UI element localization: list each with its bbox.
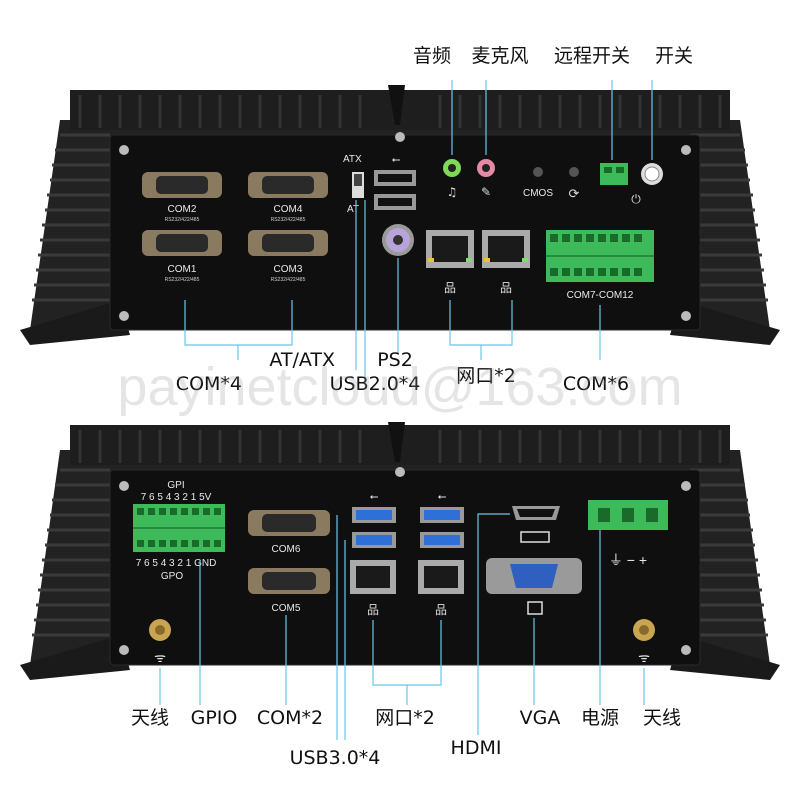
callout-mic: 麦克风	[471, 45, 528, 67]
callout-com4x: COM*4	[176, 373, 242, 395]
com4-port	[248, 172, 328, 198]
vga-port	[486, 558, 582, 615]
power-polarity-label: ⏚ − +	[609, 552, 647, 568]
com1-port	[142, 230, 222, 256]
gpi-label: GPI	[167, 480, 184, 491]
reset-button	[569, 167, 579, 177]
callout-antenna-right: 天线	[643, 707, 681, 729]
callout-lines-top	[184, 80, 653, 385]
callout-com2x: COM*2	[257, 707, 323, 729]
callout-power: 电源	[581, 707, 619, 729]
antenna-left: ᯤ	[149, 619, 171, 666]
usb-icon: ⭠	[438, 490, 447, 503]
com2-port	[142, 172, 222, 198]
refresh-icon: ⟳	[569, 187, 580, 202]
atx-label: ATX	[343, 154, 362, 165]
gpi-pins-label: 7 6 5 4 3 2 1 5V	[141, 492, 212, 503]
hdmi-port	[512, 506, 560, 543]
callout-vga: VGA	[520, 707, 561, 729]
com1-label: COM1	[168, 264, 197, 275]
network-icon: 品	[444, 281, 456, 295]
cmos-button	[533, 167, 543, 177]
wifi-icon: ᯤ	[638, 651, 650, 666]
com3-label: COM3	[274, 264, 303, 275]
callout-ps2: PS2	[377, 349, 413, 371]
callout-at-atx: AT/ATX	[269, 349, 335, 371]
antenna-right: ᯤ	[633, 619, 655, 666]
top-unit: COM2 RS232/422/485 COM4 RS232/422/485 CO…	[20, 45, 780, 395]
gpo-pins-label: 7 6 5 4 3 2 1 GND	[136, 558, 217, 569]
remote-switch-terminal	[600, 163, 628, 185]
usb-icon: ⭠	[392, 153, 401, 166]
callout-antenna-left: 天线	[131, 707, 169, 729]
gpio-terminal	[133, 504, 225, 552]
com5-label: COM5	[272, 603, 301, 614]
usb-icon: ⭠	[370, 490, 379, 503]
com3-rs-label: RS232/422/485	[271, 277, 306, 283]
gpo-label: GPO	[161, 571, 183, 582]
cmos-label: CMOS	[523, 188, 553, 199]
callout-audio: 音频	[413, 45, 451, 67]
com4-rs-label: RS232/422/485	[271, 217, 306, 223]
callout-remote-switch: 远程开关	[554, 45, 630, 67]
power-terminal	[588, 500, 668, 530]
callout-lan-bottom: 网口*2	[375, 707, 435, 729]
bottom-unit: GPI 7 6 5 4 3 2 1 5V 7 6 5 4 3 2 1 GND G…	[20, 422, 780, 769]
ps2-port	[382, 224, 414, 256]
network-icon: 品	[435, 603, 447, 617]
com4-label: COM4	[274, 204, 303, 215]
watermark: payinetcloud@163.com	[117, 357, 682, 417]
wifi-icon: ᯤ	[154, 651, 166, 666]
lan-ports-bottom: 品 品	[350, 560, 464, 617]
com2-rs-label: RS232/422/485	[165, 217, 200, 223]
com6-port	[248, 510, 330, 536]
network-icon: 品	[367, 603, 379, 617]
com7-com12-terminal	[546, 230, 654, 282]
mic-icon: ✎	[481, 185, 491, 199]
at-label: AT	[347, 204, 359, 215]
network-icon: 品	[500, 281, 512, 295]
com3-port	[248, 230, 328, 256]
callout-switch: 开关	[655, 45, 693, 67]
callout-com6x: COM*6	[563, 373, 629, 395]
callout-gpio: GPIO	[191, 707, 238, 729]
headphone-icon: ♫	[447, 185, 458, 199]
com1-rs-label: RS232/422/485	[165, 277, 200, 283]
lan-ports-top: 品 品	[426, 230, 530, 295]
callout-usb20: USB2.0*4	[330, 373, 421, 395]
com7-com12-label: COM7-COM12	[567, 290, 634, 301]
usb3-ports: ⭠ ⭠	[352, 490, 464, 548]
usb2-ports: ⭠	[374, 153, 416, 210]
callout-hdmi: HDMI	[451, 737, 502, 759]
callout-lines-bottom	[159, 513, 645, 740]
callout-usb30: USB3.0*4	[290, 747, 381, 769]
com5-port	[248, 568, 330, 594]
com2-label: COM2	[168, 204, 197, 215]
power-icon: ⏻	[631, 192, 641, 206]
callout-lan-top: 网口*2	[456, 365, 516, 387]
com6-label: COM6	[272, 544, 301, 555]
